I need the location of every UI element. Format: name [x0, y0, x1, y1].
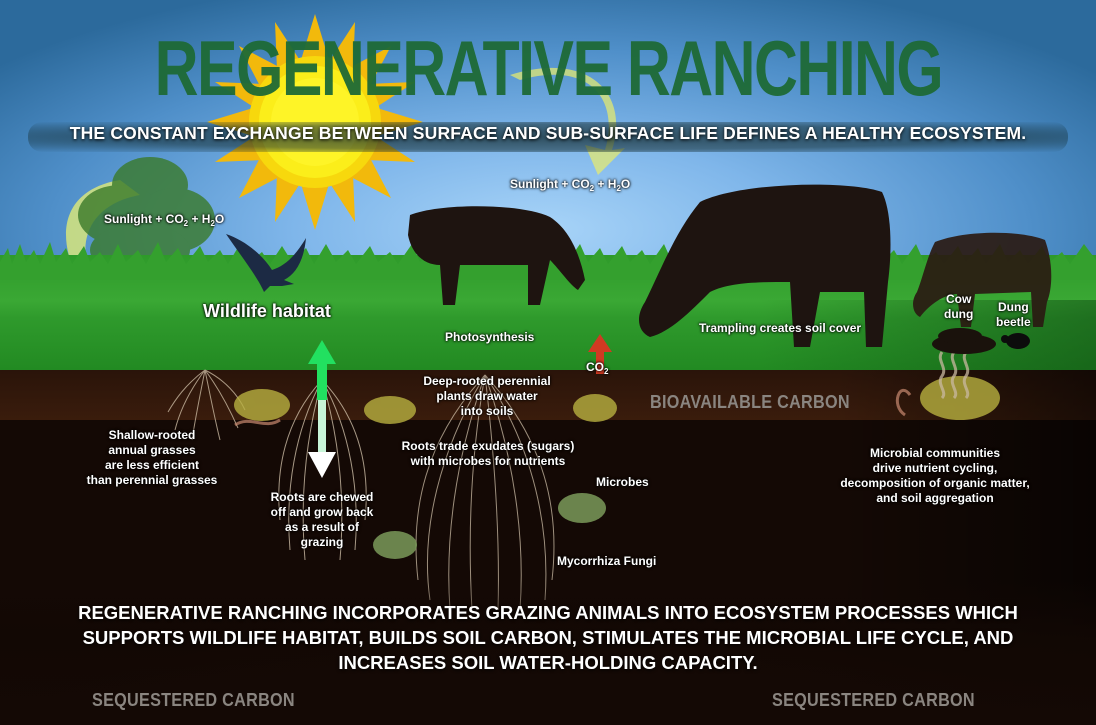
photosynthesis-label: Photosynthesis	[445, 330, 535, 344]
cow-dung-label: Cow dung	[944, 292, 974, 321]
sequestered-carbon-label-right: SEQUESTERED CARBON	[772, 690, 975, 710]
microbes-label: Microbes	[596, 475, 649, 489]
summary-text: REGENERATIVE RANCHING INCORPORATES GRAZI…	[78, 602, 1018, 673]
cow-left-icon	[408, 206, 585, 305]
roots-trade-label: Roots trade exudates (sugars) with micro…	[401, 439, 575, 468]
sequestered-carbon-label-left: SEQUESTERED CARBON	[92, 690, 295, 710]
co2-label: CO2	[586, 360, 609, 376]
cow-center-icon	[638, 184, 891, 347]
microbial-communities-label: Microbial communities drive nutrient cyc…	[840, 446, 1030, 505]
sunlight-label-left: Sunlight + CO2 + H2O	[104, 212, 225, 228]
bottom-shade	[0, 580, 1096, 725]
subtitle: THE CONSTANT EXCHANGE BETWEEN SURFACE AN…	[69, 123, 1027, 143]
sunlight-label-center: Sunlight + CO2 + H2O	[510, 177, 631, 193]
cow-right-icon	[913, 232, 1052, 327]
page-title: REGENERATIVE RANCHING	[154, 24, 944, 112]
co2-arrow-icon	[588, 334, 612, 374]
wildlife-habitat-label: Wildlife habitat	[203, 301, 331, 321]
wildlife-habitat-arrow-icon	[308, 340, 336, 478]
subtitle-backdrop	[28, 122, 1068, 152]
roots-chewed-label: Roots are chewed off and grow back as a …	[270, 490, 374, 549]
bioavailable-carbon-label: BIOAVAILABLE CARBON	[650, 392, 850, 412]
deep-rooted-label: Deep-rooted perennial plants draw water …	[423, 374, 551, 418]
bird-icon	[226, 234, 306, 292]
dung-beetle-label: Dung beetle	[996, 300, 1031, 329]
dung-beetle-icon	[1001, 333, 1030, 349]
mycorrhiza-label: Mycorrhiza Fungi	[557, 554, 657, 568]
shallow-rooted-label: Shallow-rooted annual grasses are less e…	[86, 428, 218, 487]
trampling-label: Trampling creates soil cover	[699, 321, 862, 335]
cow-dung-icon	[932, 328, 996, 354]
